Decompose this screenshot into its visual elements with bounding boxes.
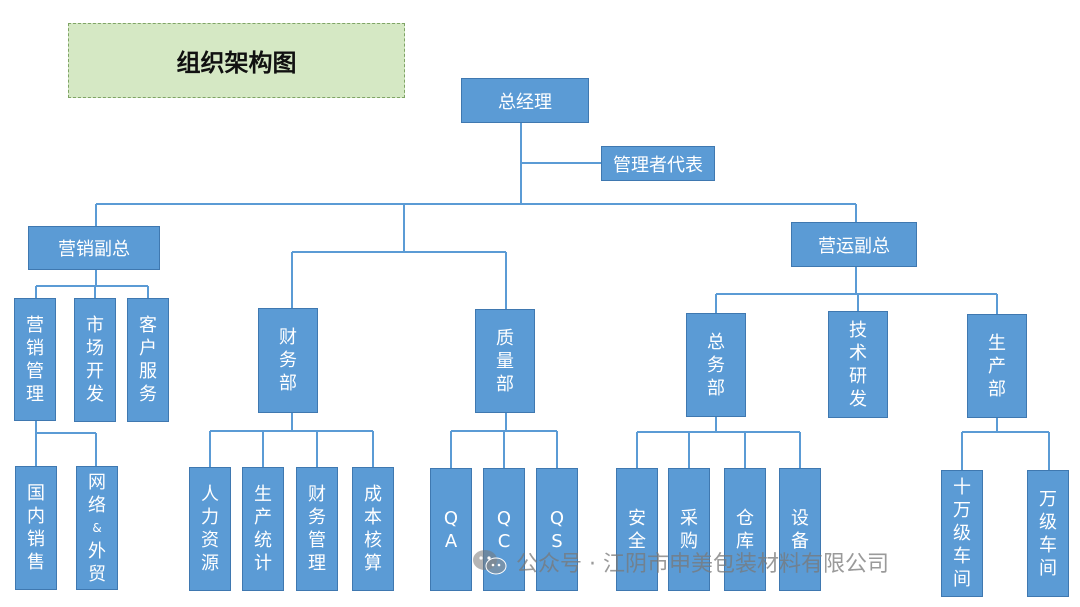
network-ampersand: & [92,520,102,535]
node-production-statistics: 生产统计 [242,467,284,591]
node-customer-service: 客户服务 [127,298,169,422]
node-general-manager: 总经理 [461,78,589,123]
node-warehouse: 仓库 [724,468,766,591]
node-finance-dept: 财务部 [258,308,318,413]
node-sales-vp: 营销副总 [28,226,160,270]
network-char-1: 网 [88,471,106,493]
node-domestic-sales: 国内销售 [15,466,57,590]
watermark-text: 公众号 · 江阴市申美包装材料有限公司 [516,552,889,577]
network-char-3: 外 [88,540,106,562]
wechat-icon [473,550,507,575]
node-general-affairs: 总务部 [686,313,746,417]
node-safety: 安全 [616,468,658,591]
node-financial-management: 财务管理 [296,467,338,591]
node-workshop-class-10k: 万级车间 [1027,470,1069,597]
node-technical-rd: 技术研发 [828,311,888,418]
node-market-development: 市场开发 [74,298,116,422]
node-purchasing: 采购 [668,468,710,591]
node-human-resources: 人力资源 [189,467,231,591]
node-quality-dept: 质量部 [475,309,535,413]
node-network-foreign-trade: 网 络 & 外 贸 [76,466,118,590]
node-workshop-class-100k: 十万级车间 [941,470,983,597]
node-cost-accounting: 成本核算 [352,467,394,591]
chart-title: 组织架构图 [68,23,405,98]
network-char-2: 络 [88,494,106,516]
network-char-4: 贸 [88,563,106,585]
watermark: 公众号 · 江阴市申美包装材料有限公司 [470,546,889,578]
node-operations-vp: 营运副总 [791,222,917,267]
node-equipment: 设备 [779,468,821,591]
node-production-dept: 生产部 [967,314,1027,418]
node-management-representative: 管理者代表 [601,146,715,181]
node-sales-management: 营销管理 [14,298,56,421]
